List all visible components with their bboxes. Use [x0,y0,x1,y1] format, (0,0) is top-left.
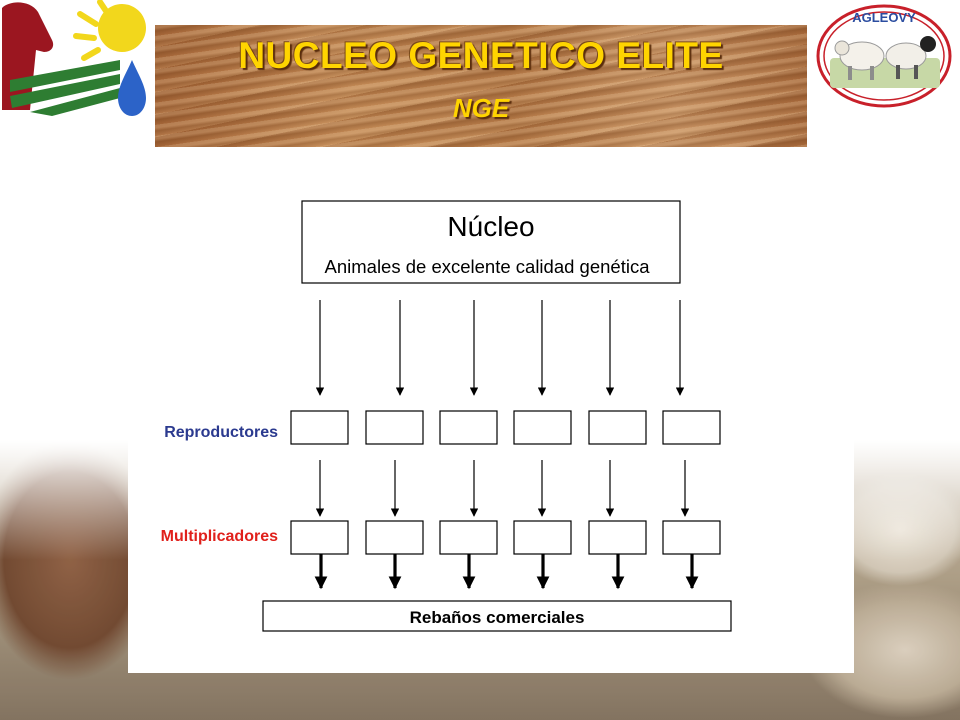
title-banner: NUCLEO GENETICO ELITE NGE [155,25,807,147]
multiplicadores-boxes [290,520,721,555]
reproductor-box [365,410,424,445]
reproductor-box [513,410,572,445]
nucleus-box [301,200,681,284]
multiplicador-box [588,520,647,555]
right-logo-icon: AGLEOVY [816,4,952,108]
page-subtitle: NGE [452,93,510,123]
row-label-reproductores: Reproductores [164,424,278,441]
reproductor-box [588,410,647,445]
reproductor-box [290,410,349,445]
row-label-multiplicadores: Multiplicadores [161,528,278,545]
multiplicador-box [439,520,498,555]
nucleus-title: Núcleo [447,211,534,242]
arrows-nucleus-to-reproductores [315,300,685,396]
reproductor-box [439,410,498,445]
left-logo-icon [2,0,146,116]
multiplicador-box [513,520,572,555]
rebanos-comerciales-label: Rebaños comerciales [410,608,585,627]
rebanos-comerciales-box [262,600,732,632]
multiplicador-box [365,520,424,555]
arrows-multiplicadores-to-rebanos [314,554,699,590]
reproductor-box [662,410,721,445]
multiplicador-box [290,520,349,555]
page-title: NUCLEO GENETICO ELITE [238,35,724,76]
nucleus-description: Animales de excelente calidad genética [325,256,651,277]
reproductores-boxes [290,410,721,445]
right-logo-text: AGLEOVY [852,10,916,25]
multiplicador-box [662,520,721,555]
arrows-reproductores-to-multiplicadores [315,460,690,517]
